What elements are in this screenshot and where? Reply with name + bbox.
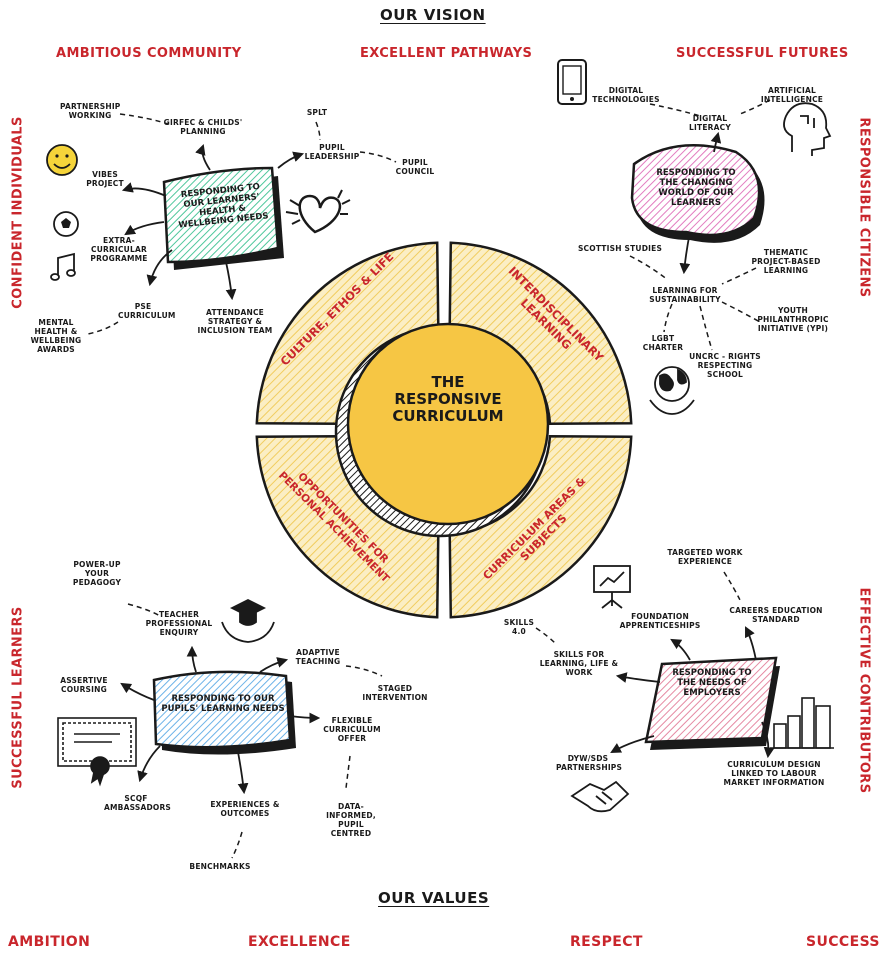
label-assertive-coursing: ASSERTIVE COURSING bbox=[60, 676, 108, 694]
value-success: SUCCESS bbox=[806, 934, 880, 950]
label-flexible-curriculum: FLEXIBLE CURRICULUM OFFER bbox=[323, 716, 381, 743]
music-notes-icon bbox=[50, 252, 76, 281]
value-ambition: AMBITION bbox=[8, 934, 91, 950]
value-respect: RESPECT bbox=[570, 934, 643, 950]
presentation-board-icon bbox=[593, 565, 631, 609]
phone-icon bbox=[557, 59, 587, 105]
center-disc bbox=[346, 322, 550, 526]
label-dyw-sds: DYW/SDS PARTNERSHIPS bbox=[556, 754, 623, 772]
certificate-icon bbox=[57, 717, 137, 787]
label-learning-for-sustainability: LEARNING FOR SUSTAINABILITY bbox=[649, 286, 721, 304]
label-careers-education-standard: CAREERS EDUCATION STANDARD bbox=[729, 606, 823, 624]
label-teacher-enquiry: TEACHER PROFESSIONAL ENQUIRY bbox=[145, 610, 213, 637]
world-blob-title: RESPONDING TO THE CHANGING WORLD OF OUR … bbox=[656, 168, 736, 208]
ai-head-icon bbox=[783, 102, 832, 156]
learning-dashed bbox=[127, 603, 383, 859]
label-scqf-ambassadors: SCQF AMBASSADORS bbox=[104, 794, 172, 812]
label-artificial-intelligence: ARTIFICIAL INTELLIGENCE bbox=[760, 86, 824, 104]
label-attendance: ATTENDANCE STRATEGY & INCLUSION TEAM bbox=[197, 308, 273, 335]
side-label-effective-contributors: EFFECTIVE CONTRIBUTORS bbox=[856, 587, 872, 794]
employers-dashed bbox=[535, 571, 741, 645]
employers-box-title: RESPONDING TO THE NEEDS OF EMPLOYERS bbox=[672, 668, 752, 698]
smiley-icon bbox=[46, 144, 78, 176]
heart-icon bbox=[285, 189, 351, 234]
label-scottish-studies: SCOTTISH STUDIES bbox=[577, 244, 663, 253]
label-benchmarks: BENCHMARKS bbox=[189, 862, 251, 871]
curriculum-ring bbox=[255, 241, 633, 619]
vision-item-successful-futures: SUCCESSFUL FUTURES bbox=[676, 46, 849, 61]
label-mental-health: MENTAL HEALTH & WELLBEING AWARDS bbox=[30, 318, 82, 354]
learning-box bbox=[152, 670, 292, 749]
employers-box bbox=[644, 656, 778, 744]
label-pupil-leadership: PUPIL LEADERSHIP bbox=[304, 143, 360, 161]
label-foundation-apprenticeships: FOUNDATION APPRENTICESHIPS bbox=[619, 612, 701, 630]
value-excellence: EXCELLENCE bbox=[248, 934, 351, 950]
graduation-hands-icon bbox=[221, 598, 275, 643]
label-lgbt-charter: LGBT CHARTER bbox=[642, 334, 684, 352]
health-connectors bbox=[121, 143, 305, 301]
label-extra-curricular: EXTRA-CURRICULAR PROGRAMME bbox=[90, 236, 148, 263]
label-data-informed: DATA-INFORMED, PUPIL CENTRED bbox=[326, 802, 376, 838]
football-icon bbox=[53, 211, 79, 237]
vision-item-ambitious-community: AMBITIOUS COMMUNITY bbox=[56, 46, 242, 61]
label-digital-literacy: DIGITAL LITERACY bbox=[689, 114, 731, 132]
vision-heading: OUR VISION bbox=[380, 6, 486, 24]
bar-chart-icon bbox=[770, 697, 834, 749]
label-staged-intervention: STAGED INTERVENTION bbox=[362, 684, 428, 702]
vision-item-excellent-pathways: EXCELLENT PATHWAYS bbox=[360, 46, 533, 61]
world-blob bbox=[630, 144, 761, 237]
label-skills-4-0: SKILLS 4.0 bbox=[503, 618, 535, 636]
label-partnership-working: PARTNERSHIP WORKING bbox=[60, 102, 121, 120]
label-girfec: GIRFEC & CHILDS' PLANNING bbox=[163, 118, 243, 136]
label-power-up-pedagogy: POWER-UP YOUR PEDAGOGY bbox=[72, 560, 122, 587]
globe-hands-icon bbox=[649, 366, 695, 415]
label-ypi: YOUTH PHILANTHROPIC INITIATIVE (YPI) bbox=[757, 306, 829, 333]
label-uncrc: UNCRC - RIGHTS RESPECTING SCHOOL bbox=[689, 352, 761, 379]
label-pse-curriculum: PSE CURRICULUM bbox=[118, 302, 176, 320]
label-adaptive-teaching: ADAPTIVE TEACHING bbox=[295, 648, 341, 666]
side-label-successful-learners: SUCCESSFUL LEARNERS bbox=[10, 606, 26, 789]
label-targeted-work-experience: TARGETED WORK EXPERIENCE bbox=[667, 548, 743, 566]
label-splt: SPLT bbox=[306, 108, 328, 117]
health-box bbox=[162, 166, 280, 264]
label-thematic-learning: THEMATIC PROJECT-BASED LEARNING bbox=[751, 248, 821, 275]
learning-box-title: RESPONDING TO OUR PUPILS' LEARNING NEEDS bbox=[161, 694, 285, 714]
world-connectors bbox=[679, 131, 722, 275]
learning-connectors bbox=[120, 645, 321, 795]
label-vibes-project: VIBES PROJECT bbox=[86, 170, 124, 188]
values-heading: OUR VALUES bbox=[378, 889, 490, 907]
label-digital-technologies: DIGITAL TECHNOLOGIES bbox=[592, 86, 660, 104]
center-title: THE RESPONSIVE CURRICULUM bbox=[392, 373, 504, 425]
health-dashed bbox=[87, 113, 397, 335]
label-skills-learning-life-work: SKILLS FOR LEARNING, LIFE & WORK bbox=[539, 650, 619, 677]
label-pupil-council: PUPIL COUNCIL bbox=[395, 158, 435, 176]
side-label-confident-individuals: CONFIDENT INDIVIDUALS bbox=[10, 116, 26, 309]
employers-connectors bbox=[610, 626, 775, 759]
label-experiences-outcomes: EXPERIENCES & OUTCOMES bbox=[210, 800, 280, 818]
handshake-icon bbox=[570, 780, 630, 813]
side-label-responsible-citizens: RESPONSIBLE CITIZENS bbox=[856, 117, 872, 298]
label-curriculum-design: CURRICULUM DESIGN LINKED TO LABOUR MARKE… bbox=[723, 760, 825, 787]
world-dashed bbox=[629, 99, 771, 351]
